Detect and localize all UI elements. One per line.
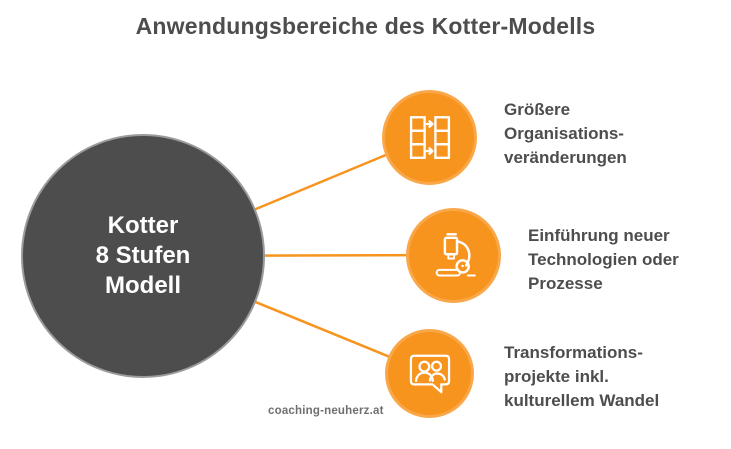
speech-bubble-people-icon (409, 354, 450, 393)
watermark-text: coaching-neuherz.at (268, 405, 384, 417)
item-label-transformation: Transformations- projekte inkl. kulturel… (504, 341, 659, 413)
item-label-org-change: Größere Organisations- veränderungen (504, 98, 627, 170)
label-line: projekte inkl. (504, 367, 609, 386)
kotter-model-label-line-3: Modell (105, 272, 181, 299)
page-title: Anwendungsbereiche des Kotter-Modells (135, 13, 596, 39)
label-line: Einführung neuer (528, 226, 670, 245)
kotter-model-label: Kotter 8 Stufen Modell (96, 211, 191, 301)
label-line: Transformations- (504, 343, 643, 362)
label-line: Technologien oder (528, 250, 679, 269)
kotter-model-circle: Kotter 8 Stufen Modell (21, 134, 265, 378)
label-line: Organisations- (504, 124, 624, 143)
label-line: kulturellem Wandel (504, 391, 660, 410)
label-line: veränderungen (504, 148, 627, 167)
label-line: Prozesse (528, 274, 603, 293)
label-line: Größere (504, 100, 571, 119)
table-columns-transfer-icon (409, 115, 450, 159)
item-circle-transformation (385, 329, 474, 418)
item-circle-technology (406, 208, 501, 303)
item-label-technology: Einführung neuer Technologien oder Proze… (528, 224, 679, 296)
item-circle-org-change (382, 90, 477, 185)
kotter-model-label-line-2: 8 Stufen (95, 242, 191, 269)
kotter-model-label-line-1: Kotter (107, 212, 179, 239)
microscope-icon (435, 232, 476, 277)
